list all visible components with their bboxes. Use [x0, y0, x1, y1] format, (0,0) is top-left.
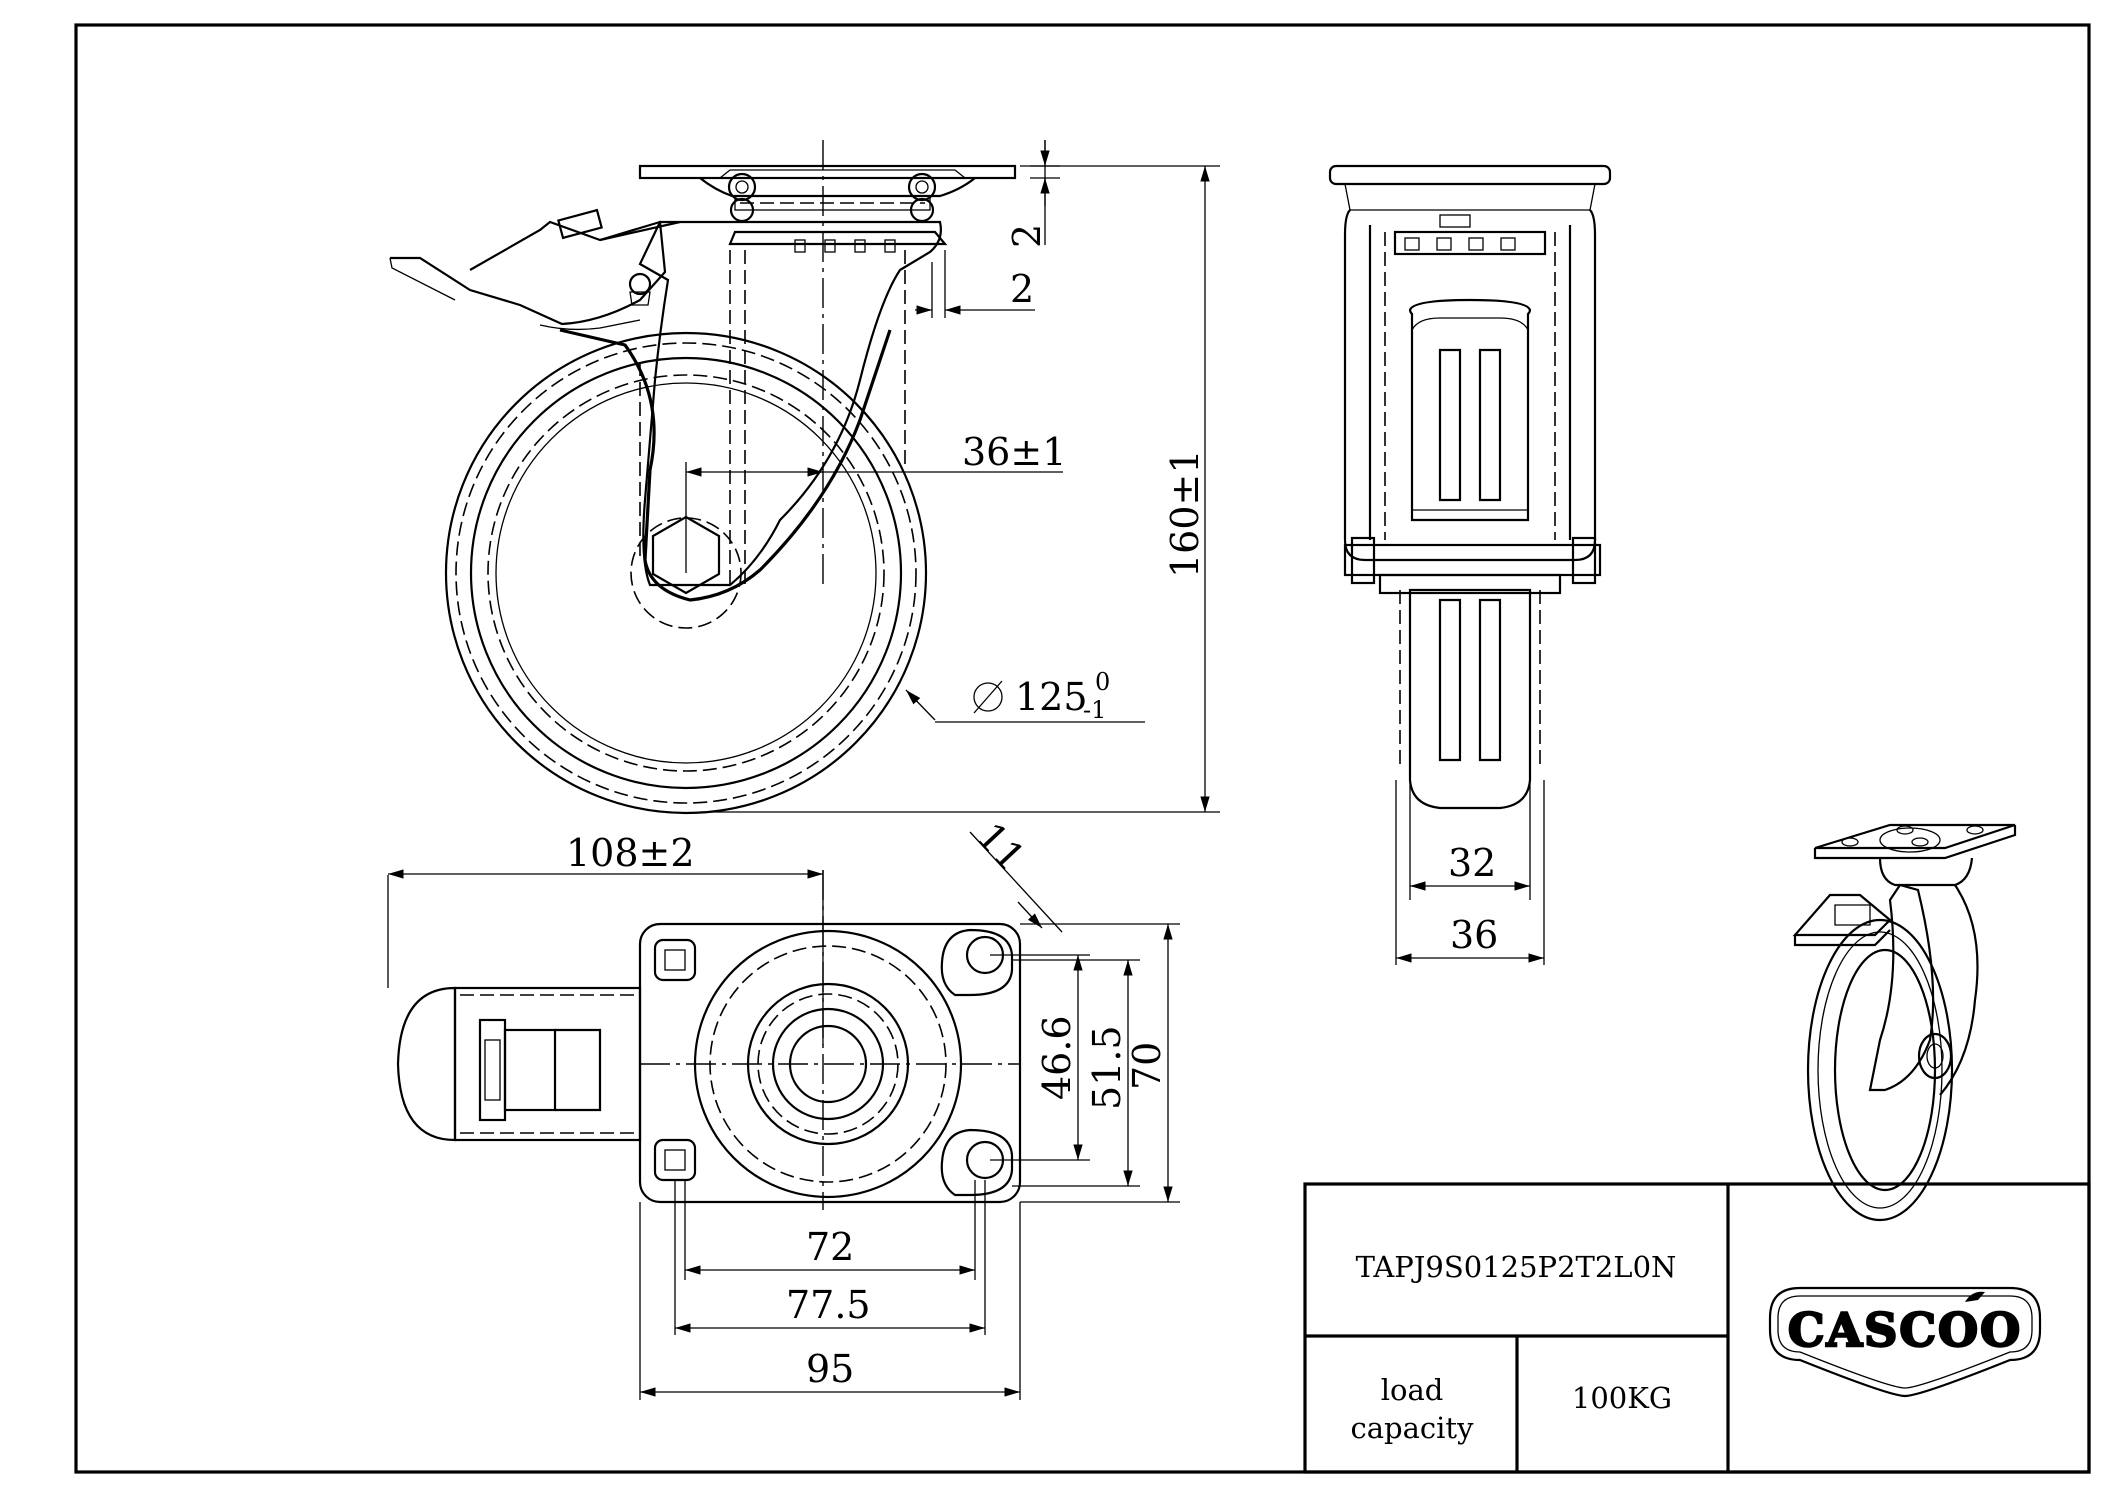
dim-wheel-tol-upper: 0	[1095, 668, 1110, 696]
isometric-view	[1792, 823, 2017, 1222]
load-label-line1: load	[1381, 1373, 1444, 1407]
front-view: 32 36	[1328, 164, 1612, 965]
dim-hole-spacing-h2: 77.5	[786, 1283, 871, 1327]
logo-text: CASCOO	[1788, 1303, 2022, 1357]
dim-hole-spacing-v2: 51.5	[1085, 1025, 1129, 1110]
load-value: 100KG	[1572, 1381, 1672, 1415]
dim-hole-spacing-h1: 72	[806, 1225, 854, 1269]
dim-height: 160±1	[1163, 449, 1207, 578]
drawing-border	[74, 23, 2091, 1474]
cascoo-logo: CASCOO	[1768, 1286, 2042, 1398]
dim-wheel-width: 36	[1450, 913, 1498, 957]
load-label-line2: capacity	[1351, 1411, 1475, 1445]
dim-plate-length: 95	[806, 1347, 854, 1391]
top-view: 108±2 11 46.6 51.5 70 72 77.5 95	[387, 814, 1180, 1400]
dim-gap-side: 2	[1010, 267, 1034, 311]
part-number: TAPJ9S0125P2T2L0N	[1356, 1250, 1677, 1284]
title-block: TAPJ9S0125P2T2L0N load capacity 100KG CA…	[1303, 1182, 2091, 1474]
dim-slot: 11	[968, 814, 1033, 879]
dim-wheel-tol-lower: -1	[1083, 696, 1106, 724]
dim-offset: 36±1	[962, 430, 1066, 474]
dim-tread-width: 32	[1448, 841, 1496, 885]
dim-plate-width: 70	[1125, 1042, 1169, 1090]
dim-hole-spacing-v1: 46.6	[1035, 1015, 1079, 1100]
dim-gap-top: 2	[1005, 224, 1049, 248]
side-view: 2 2 36±1 160±1 125 0 -1	[389, 140, 1220, 815]
dim-length: 108±2	[566, 831, 695, 875]
dim-wheel-diameter: 125	[1015, 675, 1088, 719]
